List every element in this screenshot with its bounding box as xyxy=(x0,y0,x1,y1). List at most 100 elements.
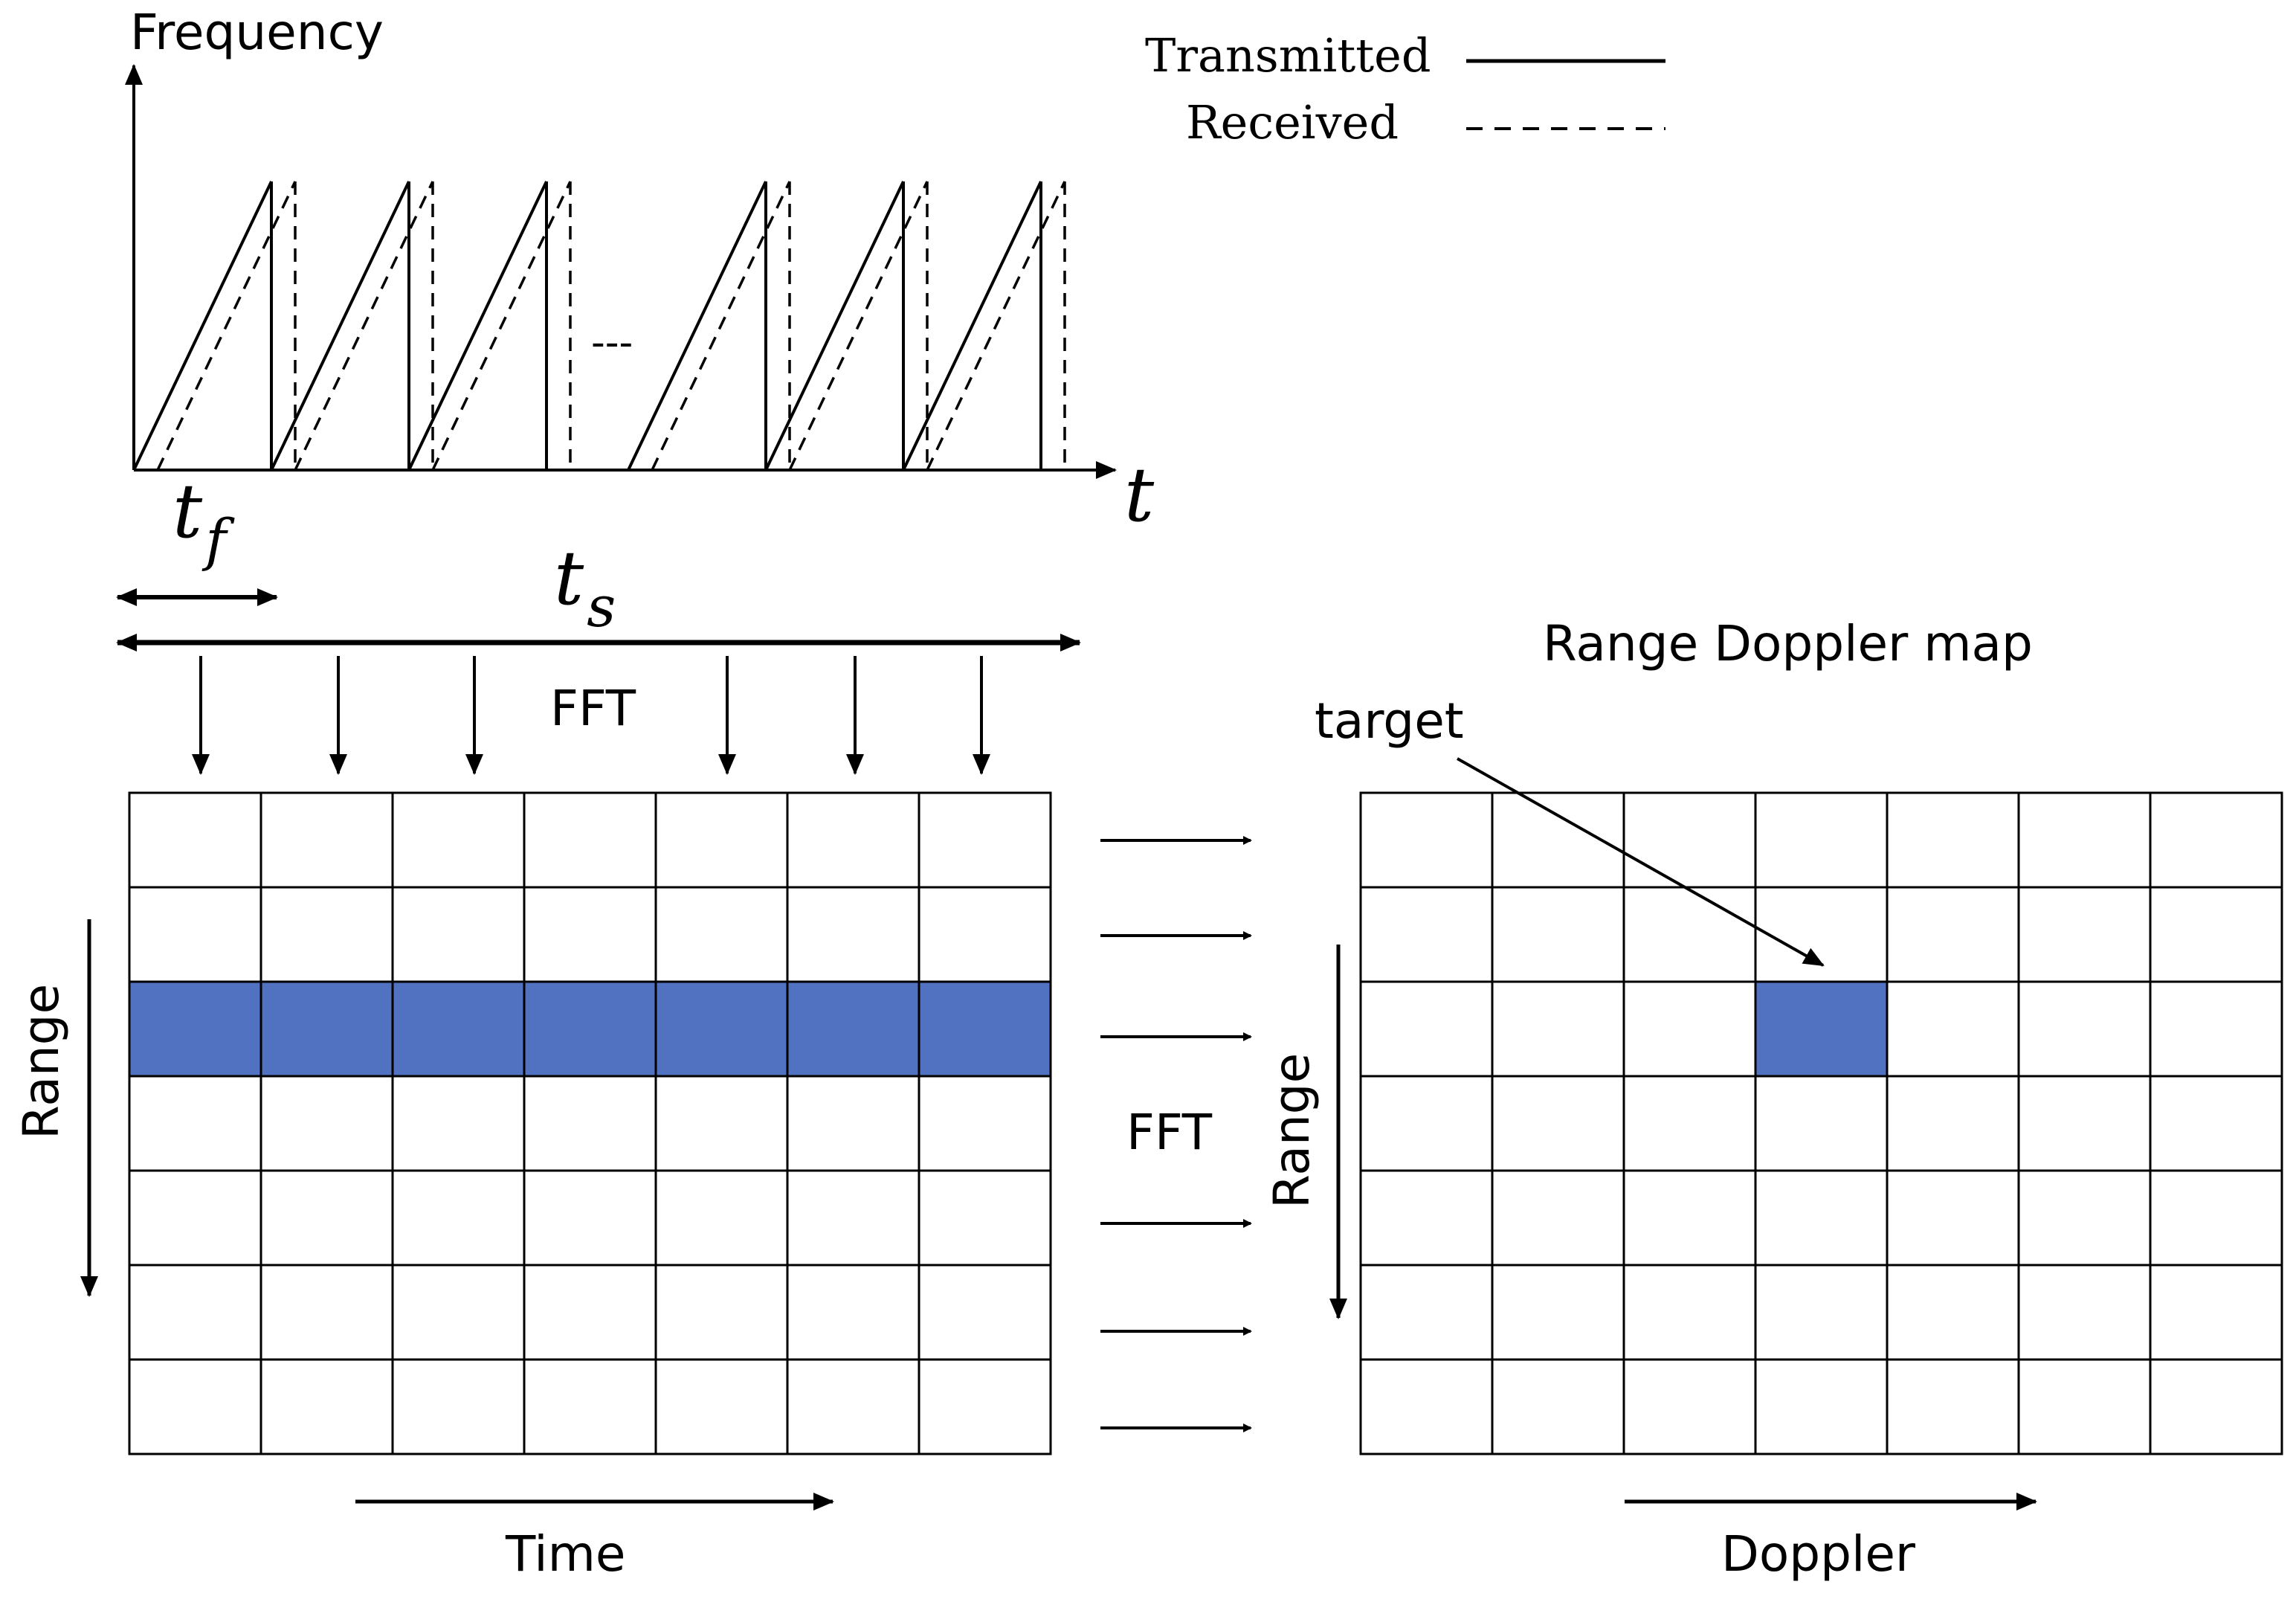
range-doppler-cell xyxy=(1622,791,1757,889)
range-doppler-cell xyxy=(1886,1358,2020,1455)
chirp-waveforms xyxy=(132,181,1066,471)
range-time-cell xyxy=(391,1264,526,1361)
range-doppler-cell xyxy=(2017,1075,2152,1172)
tf-symbol: t xyxy=(172,468,203,555)
range-time-cell xyxy=(654,1075,789,1172)
time-label: Time xyxy=(505,1525,626,1583)
target-pointer xyxy=(1457,757,1825,967)
range-doppler-cell xyxy=(2149,886,2283,983)
fft-top-label: FFT xyxy=(550,680,636,737)
range-time-highlighted-cell xyxy=(391,980,526,1078)
range-time-cell xyxy=(391,1358,526,1455)
ts-label: ts xyxy=(554,535,616,640)
range-time-cell xyxy=(128,886,262,983)
range-time-cell xyxy=(918,1358,1052,1455)
range-time-cell xyxy=(654,1358,789,1455)
ts-subscript: s xyxy=(587,573,616,640)
range-doppler-cell xyxy=(1754,791,1889,889)
range-time-cell xyxy=(523,1358,657,1455)
range-time-cell xyxy=(654,791,789,889)
legend-transmitted-label: Transmitted xyxy=(1145,28,1431,83)
range-doppler-cell xyxy=(1491,1169,1625,1267)
range-doppler-cell xyxy=(2017,886,2152,983)
right-range-label: Range xyxy=(1263,1053,1320,1209)
range-time-cell xyxy=(259,1169,394,1267)
fft-middle-label: FFT xyxy=(1126,1104,1213,1161)
legend: Transmitted Received xyxy=(1145,28,1665,149)
timing-annotations: tf ts FFT xyxy=(116,468,1081,775)
legend-received-label: Received xyxy=(1186,95,1399,149)
range-doppler-cell xyxy=(2017,1264,2152,1361)
range-time-cell xyxy=(259,1264,394,1361)
range-doppler-cell xyxy=(2149,980,2283,1078)
range-time-cell xyxy=(259,1358,394,1455)
range-doppler-cell xyxy=(1359,1264,1494,1361)
range-time-cell xyxy=(918,1169,1052,1267)
received-ramp xyxy=(294,181,434,471)
range-time-cell xyxy=(128,1358,262,1455)
range-time-highlighted-cell xyxy=(128,980,262,1078)
range-doppler-cell xyxy=(2149,1264,2283,1361)
range-time-highlighted-cell xyxy=(654,980,789,1078)
range-time-cell xyxy=(128,1264,262,1361)
range-doppler-cell xyxy=(1491,1075,1625,1172)
tf-label: tf xyxy=(172,468,235,573)
range-time-highlighted-cell xyxy=(523,980,657,1078)
range-time-cell xyxy=(523,1169,657,1267)
transmitted-ramp xyxy=(407,181,548,471)
range-doppler-highlighted-cell xyxy=(1754,980,1889,1078)
range-time-cell xyxy=(259,791,394,889)
range-doppler-cell xyxy=(1886,1264,2020,1361)
range-time-cell xyxy=(654,1169,789,1267)
range-doppler-cell xyxy=(1491,1358,1625,1455)
range-time-cell xyxy=(391,791,526,889)
range-doppler-cell xyxy=(1491,980,1625,1078)
range-doppler-cell xyxy=(1754,1264,1889,1361)
fft-transform: FFT xyxy=(1100,836,1252,1432)
received-ramp xyxy=(651,181,791,471)
received-ramp xyxy=(788,181,929,471)
range-time-highlighted-cell xyxy=(786,980,920,1078)
range-doppler-cell xyxy=(2017,1358,2152,1455)
range-doppler-cell xyxy=(2017,791,2152,889)
range-time-cell xyxy=(918,1264,1052,1361)
range-time-cell xyxy=(918,791,1052,889)
range-doppler-cell xyxy=(1622,1358,1757,1455)
range-doppler-cell xyxy=(1359,1358,1494,1455)
transmitted-ramp xyxy=(270,181,410,471)
range-time-cell xyxy=(128,1075,262,1172)
range-time-cell xyxy=(786,1075,920,1172)
range-doppler-cell xyxy=(2149,1075,2283,1172)
range-time-cell xyxy=(128,1169,262,1267)
range-time-cells xyxy=(128,791,1052,1455)
range-time-cell xyxy=(523,886,657,983)
range-time-cell xyxy=(786,1358,920,1455)
range-doppler-cell xyxy=(1359,1169,1494,1267)
transmitted-ramp xyxy=(764,181,905,471)
range-time-cell xyxy=(391,886,526,983)
range-doppler-cell xyxy=(2017,1169,2152,1267)
received-ramp xyxy=(926,181,1066,471)
range-doppler-cell xyxy=(1754,886,1889,983)
range-doppler-cell xyxy=(1754,1169,1889,1267)
left-range-label: Range xyxy=(13,984,70,1139)
range-doppler-cell xyxy=(1359,886,1494,983)
range-doppler-cell xyxy=(1886,1075,2020,1172)
range-doppler-cell xyxy=(1622,1075,1757,1172)
range-doppler-cell xyxy=(2149,1358,2283,1455)
range-time-cell xyxy=(786,1264,920,1361)
range-doppler-cell xyxy=(1359,980,1494,1078)
range-doppler-cell xyxy=(1491,1264,1625,1361)
frequency-axis-label: Frequency xyxy=(130,4,384,61)
range-doppler-cell xyxy=(2017,980,2152,1078)
range-time-cell xyxy=(918,886,1052,983)
range-doppler-cell xyxy=(1359,791,1494,889)
range-doppler-cell xyxy=(2149,1169,2283,1267)
range-doppler-cell xyxy=(1622,1264,1757,1361)
range-time-highlighted-cell xyxy=(918,980,1052,1078)
range-doppler-cell xyxy=(1622,980,1757,1078)
range-doppler-cell xyxy=(1622,886,1757,983)
map-title: Range Doppler map xyxy=(1543,615,2033,672)
range-time-cell xyxy=(523,791,657,889)
